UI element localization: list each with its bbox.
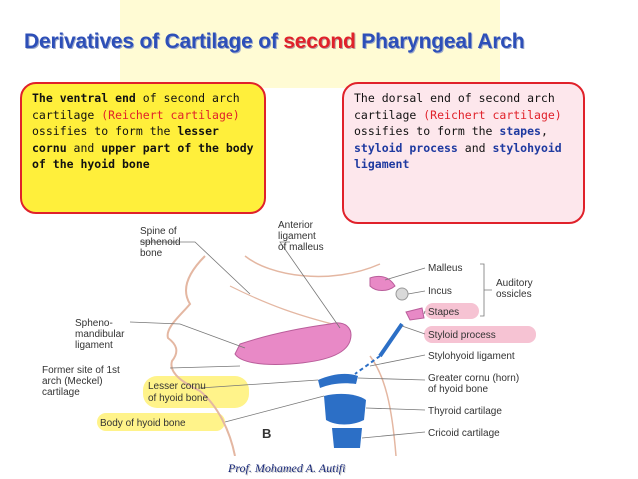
incus-shape [395, 287, 409, 301]
title-part-2: Pharyngeal Arch [355, 30, 525, 53]
styloid-process-label: Styloid process [428, 330, 496, 341]
incus-label: Incus [428, 286, 452, 297]
reichert-cartilage-right: (Reichert cartilage) [423, 107, 562, 122]
ventral-text-1: of second arch cartilage [32, 91, 240, 122]
stapes-label: Stapes [428, 307, 459, 318]
greater-cornu-label: Greater cornu (horn)of hyoid bone [428, 373, 519, 395]
styloid-process-term: styloid process [354, 140, 458, 155]
thyroid-cartilage-shape [324, 393, 366, 425]
body-of-hyoid-label: Body of hyoid bone [100, 418, 186, 429]
ventral-end-term: The ventral end [32, 91, 136, 105]
panel-letter: B [262, 426, 271, 441]
dorsal-text-2: ossifies to form the [354, 124, 500, 138]
malleus-shape [369, 275, 396, 291]
hyoid-body-term: upper part of the body of the hyoid bone [32, 140, 254, 172]
stapes-shape [405, 307, 425, 321]
author-footer: Prof. Mohamed A. Autifi [228, 461, 346, 475]
cheek-line [229, 285, 341, 327]
cricoid-cartilage-label: Cricoid cartilage [428, 428, 500, 439]
hyoid-bone-shape [318, 373, 358, 388]
neck-outline [369, 355, 397, 456]
title-background-band [120, 0, 500, 88]
body-of-hyoid-highlight [97, 413, 225, 431]
stylohyoid-ligament-term: stylohyoid ligament [354, 140, 562, 172]
ventral-end-box: The ventral end of second arch cartilage… [20, 82, 266, 214]
dorsal-and: and [457, 140, 493, 155]
thyroid-cartilage-label: Thyroid cartilage [428, 406, 502, 417]
dorsal-comma: , [540, 124, 548, 138]
ventral-text-2: ossifies to form the [32, 124, 178, 138]
slide-title: Derivatives of Cartilage of second Phary… [24, 30, 525, 54]
lesser-cornu-highlight [143, 376, 249, 408]
ossicle-bracket [480, 263, 492, 317]
skull-base-outline [244, 255, 381, 278]
styloid-process-highlight [424, 326, 536, 343]
meckel-cartilage-shape [234, 322, 352, 365]
stapes-highlight [425, 303, 479, 319]
stapes-term: stapes [499, 124, 541, 138]
reichert-cartilage-left: (Reichert cartilage) [101, 107, 240, 122]
dorsal-text-1: The dorsal end of second arch cartilage [354, 91, 555, 122]
lesser-cornu-term: lesser cornu [32, 124, 219, 155]
malleus-label: Malleus [428, 263, 462, 274]
cricoid-cartilage-shape [332, 428, 362, 448]
title-highlight: second [283, 30, 356, 53]
stylohyoid-ligament-label: Stylohyoid ligament [428, 351, 515, 362]
ventral-text-3: and [66, 140, 102, 155]
face-outline [166, 255, 236, 456]
stylohyoid-ligament-shape [354, 355, 381, 375]
styloid-process-shape [378, 322, 404, 358]
dorsal-end-box: The dorsal end of second arch cartilage … [342, 82, 585, 224]
title-part-1: Derivatives of Cartilage of [24, 30, 284, 53]
leader-lines [129, 241, 426, 439]
